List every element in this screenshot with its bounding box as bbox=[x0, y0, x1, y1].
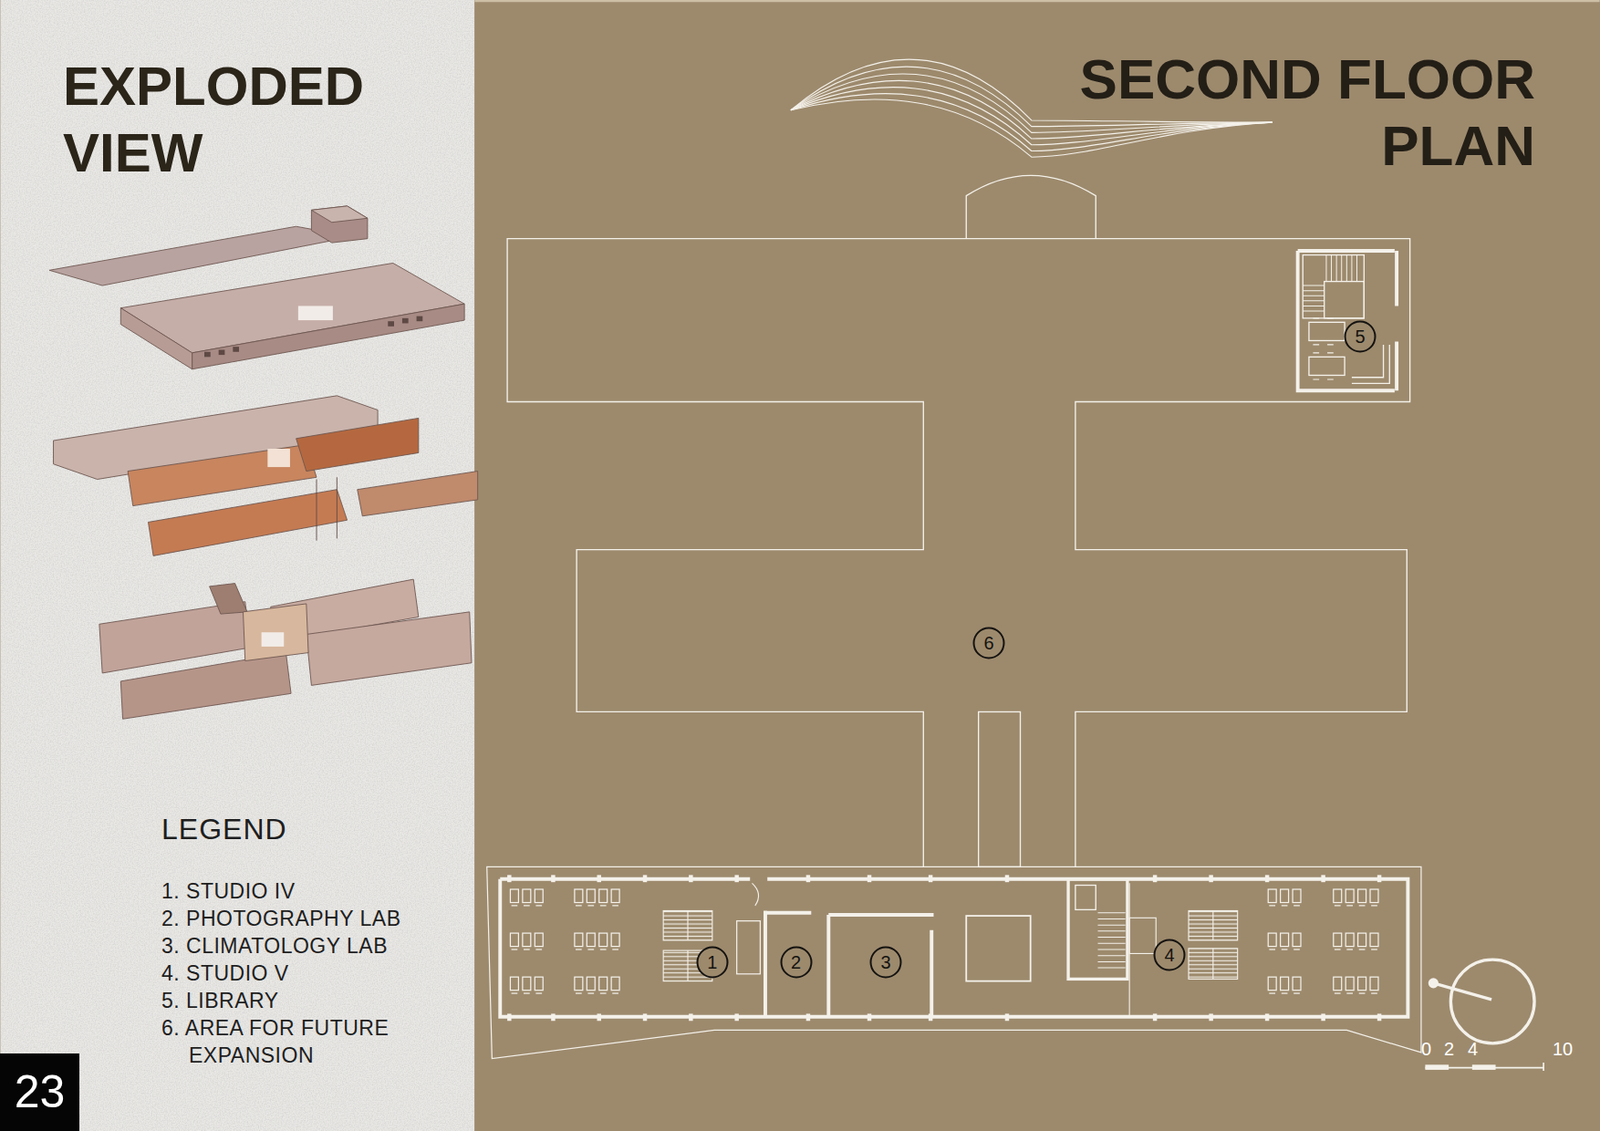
floor-walls bbox=[192, 303, 466, 370]
top-rule bbox=[474, 0, 1600, 2]
legend-row: 4. STUDIO V bbox=[161, 959, 454, 988]
scale-number: 4 bbox=[1467, 1039, 1478, 1059]
panel-heading: EXPLODED VIEW bbox=[62, 52, 428, 187]
callout-number: 2 bbox=[790, 952, 801, 973]
scale-number: 10 bbox=[1552, 1039, 1573, 1059]
stair-treads bbox=[1097, 913, 1125, 968]
callout-number: 1 bbox=[706, 952, 717, 973]
callout-circle: 5 bbox=[1343, 320, 1377, 354]
legend-heading: LEGEND bbox=[161, 811, 288, 847]
wing-orange bbox=[127, 445, 317, 507]
reading-table bbox=[1309, 322, 1345, 341]
callout-ring-shape bbox=[973, 627, 1004, 658]
plan-outline bbox=[507, 175, 1411, 867]
callout-circle: 3 bbox=[869, 945, 903, 979]
lift bbox=[1075, 885, 1096, 911]
terrace-outline bbox=[487, 866, 1422, 1059]
callout-number: 5 bbox=[1355, 326, 1366, 347]
table-divider bbox=[687, 910, 1214, 981]
windows bbox=[204, 316, 423, 358]
callout-number: 3 bbox=[880, 952, 891, 973]
callout-number: 4 bbox=[1163, 945, 1175, 966]
floor-walls bbox=[120, 308, 192, 370]
stair-core bbox=[1068, 879, 1128, 980]
court-void bbox=[298, 305, 333, 321]
stair bbox=[1302, 255, 1364, 319]
right-panel bbox=[474, 0, 1600, 1131]
left-panel bbox=[0, 0, 475, 1131]
column bbox=[336, 477, 338, 539]
court-void bbox=[267, 448, 291, 468]
wing-front bbox=[357, 471, 478, 517]
legend-item: 4. STUDIO V bbox=[161, 959, 454, 988]
roof-slab bbox=[49, 226, 353, 286]
expansion-outline bbox=[507, 238, 1411, 868]
legend-item: 2. PHOTOGRAPHY LAB bbox=[161, 904, 454, 933]
legend-row: 3. CLIMATOLOGY LAB bbox=[161, 932, 454, 960]
wing-orange bbox=[296, 417, 419, 471]
stair-landing bbox=[1324, 281, 1365, 319]
ground-wing bbox=[306, 612, 472, 686]
callout-ring-shape bbox=[696, 946, 728, 977]
legend-row: 6. AREA FOR FUTURE EXPANSION bbox=[161, 1014, 454, 1070]
legend-row: 2. PHOTOGRAPHY LAB bbox=[161, 904, 454, 933]
callout-circle: 4 bbox=[1153, 938, 1186, 972]
link-bridge bbox=[978, 711, 1021, 867]
columns bbox=[507, 874, 1382, 1021]
paper-grain bbox=[0, 0, 475, 1131]
legend-item: 1. STUDIO IV bbox=[161, 877, 454, 905]
callout-ring-shape bbox=[780, 946, 811, 977]
callout-number: 6 bbox=[983, 633, 994, 654]
entrance-arch bbox=[966, 175, 1096, 239]
reading-table bbox=[1309, 356, 1345, 375]
ground-void bbox=[261, 632, 285, 647]
roof-box-top bbox=[311, 206, 367, 223]
void bbox=[966, 915, 1030, 982]
column bbox=[316, 479, 318, 541]
page-number-box: 23 bbox=[0, 1053, 80, 1131]
building-plan bbox=[487, 866, 1422, 1059]
ground-core bbox=[243, 603, 310, 662]
legend-item: 3. CLIMATOLOGY LAB bbox=[161, 932, 454, 960]
north-arrow bbox=[1428, 959, 1535, 1044]
scale-number: 2 bbox=[1444, 1039, 1455, 1059]
scale-bar bbox=[1424, 1062, 1544, 1071]
legend-row: 1. STUDIO IV bbox=[161, 877, 454, 905]
inner-wall bbox=[765, 910, 934, 1017]
chairs bbox=[1312, 318, 1333, 380]
scale-number: 0 bbox=[1421, 1039, 1432, 1059]
cabinet bbox=[1129, 917, 1156, 954]
legend-row: 5. LIBRARY bbox=[161, 987, 454, 1015]
desks bbox=[509, 889, 1379, 994]
cabinet bbox=[737, 921, 761, 975]
callout-ring-shape bbox=[870, 946, 901, 977]
outer-wall bbox=[499, 879, 1408, 1018]
legend-item: 6. AREA FOR FUTURE EXPANSION bbox=[161, 1014, 454, 1070]
exploded-view bbox=[49, 206, 478, 719]
ground-stair bbox=[209, 583, 248, 615]
roof-box bbox=[311, 206, 367, 243]
ground-wing bbox=[120, 653, 291, 720]
wall bbox=[1298, 250, 1397, 391]
callout-circle: 6 bbox=[972, 626, 1006, 660]
legend-item: 5. LIBRARY bbox=[161, 987, 454, 1015]
callout-ring-shape bbox=[1345, 322, 1376, 353]
door-swing bbox=[751, 883, 759, 906]
sheet-title: SECOND FLOOR PLAN bbox=[1024, 45, 1536, 179]
wing-front bbox=[148, 489, 348, 557]
callout-ring-shape bbox=[1153, 940, 1185, 971]
page-number: 23 bbox=[14, 1067, 66, 1118]
library-plan bbox=[1298, 250, 1397, 391]
stair-treads bbox=[1302, 255, 1357, 312]
callout-circle: 2 bbox=[779, 945, 813, 979]
callout-circle: 1 bbox=[696, 945, 729, 979]
